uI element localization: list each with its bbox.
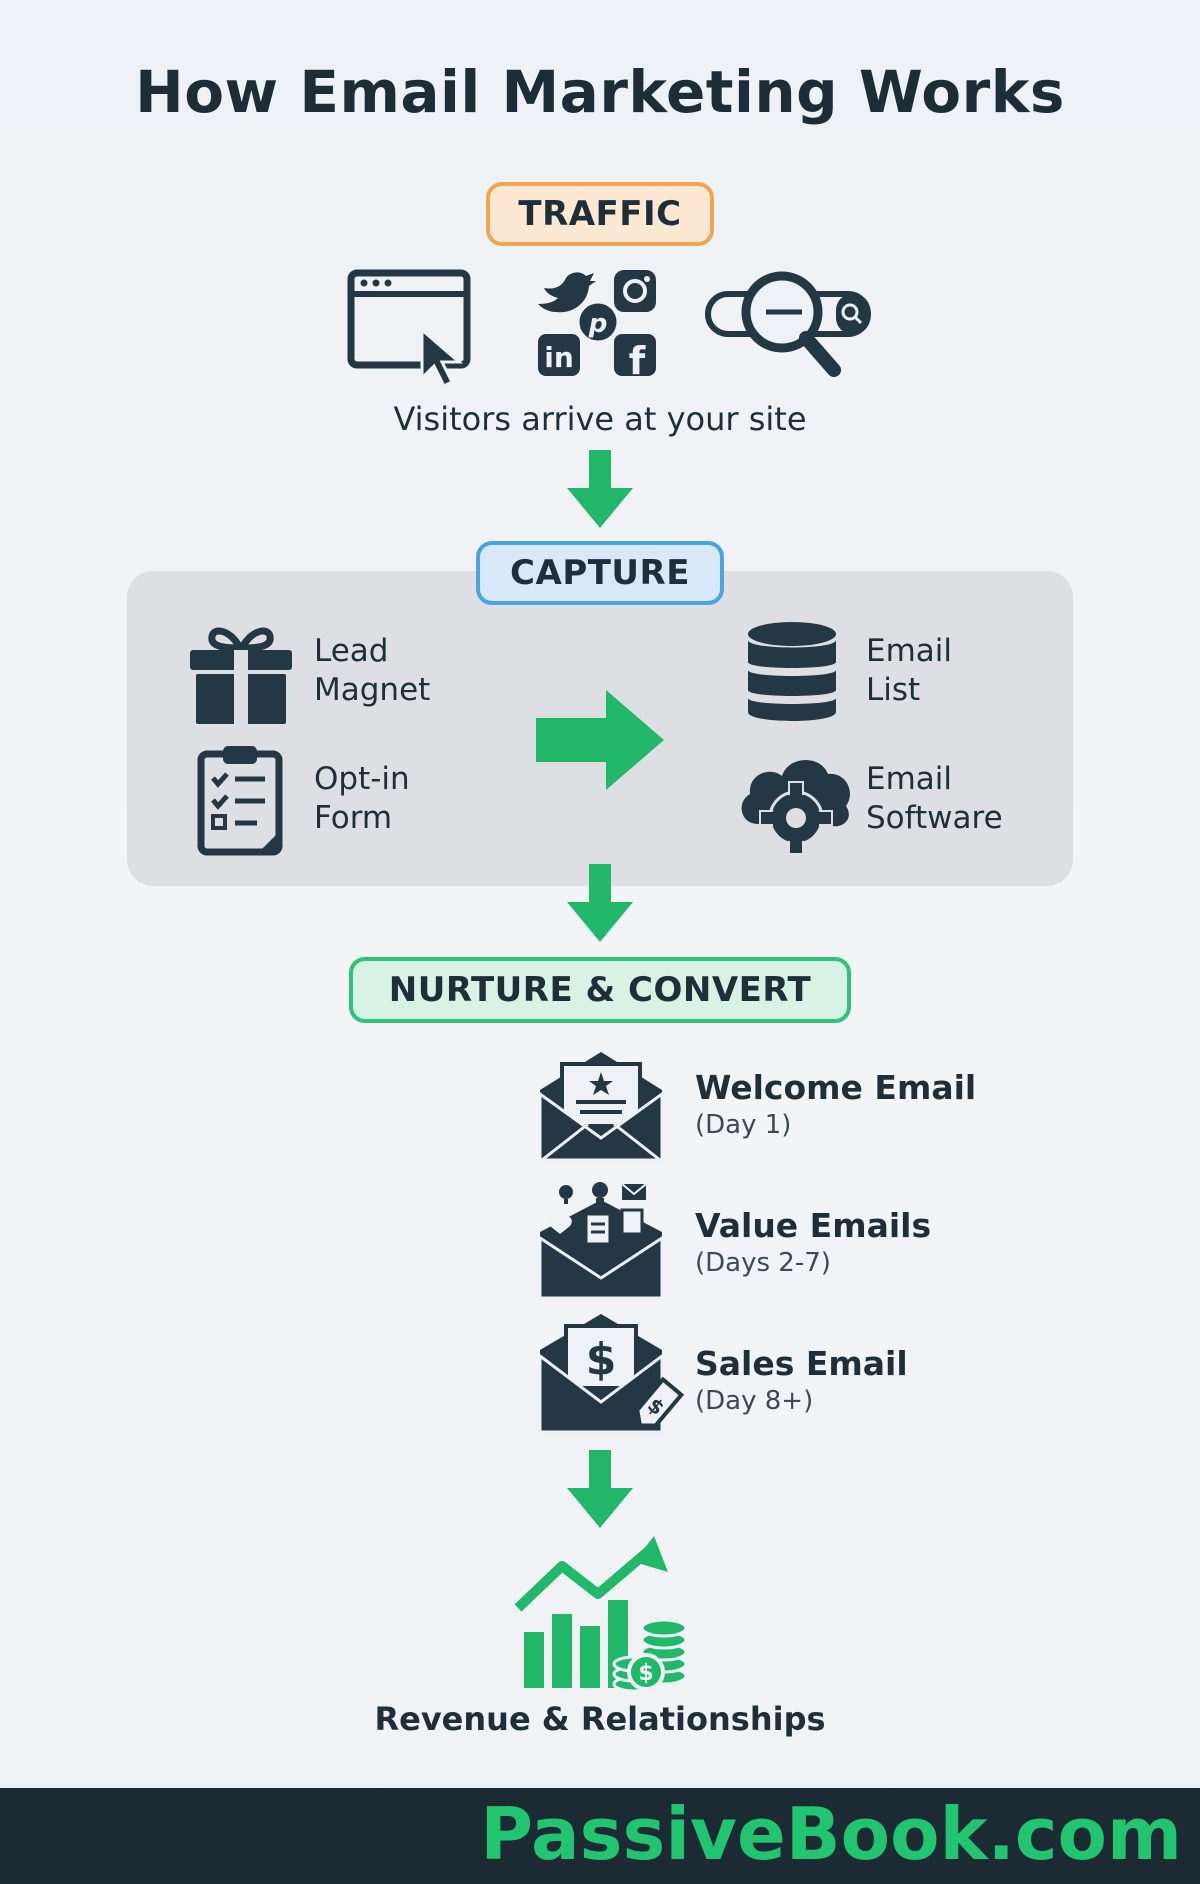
optin-form-line2: Form	[314, 800, 393, 836]
arrow-down-3	[567, 1450, 633, 1528]
revenue-growth-icon: $	[514, 1536, 688, 1693]
arrow-right	[536, 690, 664, 790]
welcome-email-title: Welcome Email	[695, 1068, 977, 1107]
svg-text:$: $	[586, 1334, 617, 1385]
welcome-email-sub: (Day 1)	[695, 1110, 792, 1140]
page-title: How Email Marketing Works	[135, 58, 1065, 126]
email-list-line1: Email	[866, 633, 953, 669]
welcome-envelope-icon	[538, 1052, 664, 1162]
email-software-line1: Email	[866, 761, 953, 797]
svg-text:f: f	[629, 339, 646, 383]
sales-email-title: Sales Email	[695, 1344, 908, 1383]
optin-form-line1: Opt-in	[314, 761, 410, 797]
value-emails-title: Value Emails	[695, 1206, 932, 1245]
footer-brand: PassiveBook.com	[480, 1792, 1182, 1876]
database-icon	[748, 622, 836, 721]
svg-text:$: $	[638, 1661, 653, 1686]
svg-text:p: p	[588, 309, 608, 339]
browser-window-icon	[347, 269, 471, 389]
email-software-line2: Software	[866, 800, 1003, 836]
traffic-caption: Visitors arrive at your site	[393, 400, 807, 438]
optin-form-label: Opt-in Form	[314, 760, 410, 838]
value-envelope-icon	[538, 1182, 664, 1300]
traffic-stage-label: TRAFFIC	[486, 182, 714, 246]
gift-icon	[190, 627, 292, 724]
email-software-label: Email Software	[866, 760, 1003, 838]
footer-bar	[0, 1788, 1200, 1884]
cloud-gear-icon	[741, 759, 850, 855]
sales-envelope-icon: $ $	[538, 1314, 685, 1434]
social-media-icon: p in f	[538, 270, 656, 383]
search-icon	[705, 271, 871, 377]
arrow-down-1	[567, 450, 633, 528]
nurture-stage-label: NURTURE & CONVERT	[349, 957, 851, 1023]
lead-magnet-line2: Magnet	[314, 672, 431, 708]
clipboard-icon	[197, 746, 283, 856]
email-list-label: Email List	[866, 632, 952, 710]
lead-magnet-label: Lead Magnet	[314, 632, 430, 710]
arrow-down-2	[567, 864, 633, 942]
email-list-line2: List	[866, 672, 921, 708]
value-emails-sub: (Days 2-7)	[695, 1248, 831, 1278]
svg-text:in: in	[544, 341, 574, 374]
sales-email-sub: (Day 8+)	[695, 1386, 814, 1416]
lead-magnet-line1: Lead	[314, 633, 389, 669]
result-label: Revenue & Relationships	[374, 1700, 826, 1738]
capture-stage-label: CAPTURE	[476, 541, 724, 605]
